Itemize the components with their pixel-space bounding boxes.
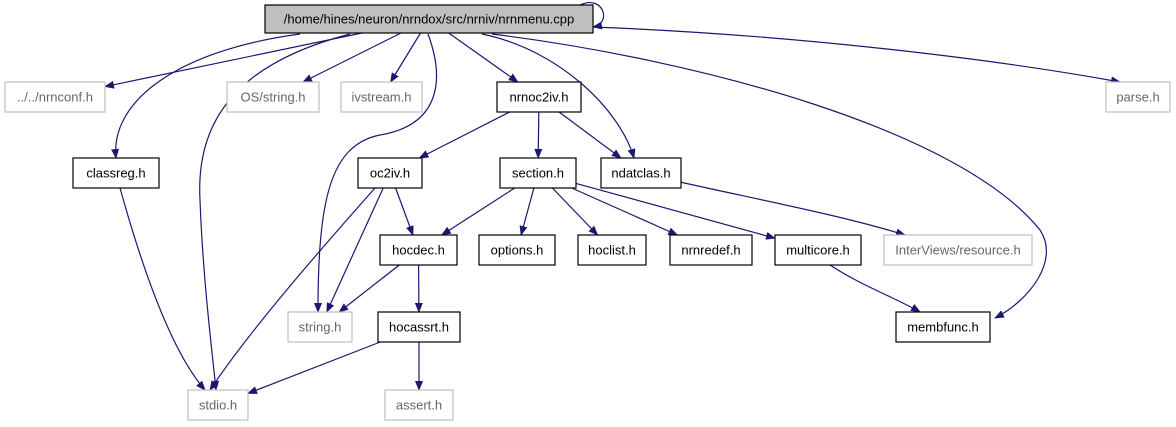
edge-nrnoc2iv-to-ndatclas xyxy=(558,111,622,159)
node-label-multicore: multicore.h xyxy=(786,243,850,258)
node-box-string xyxy=(287,311,353,343)
edge-section-to-hoclist xyxy=(551,187,599,236)
node-box-options xyxy=(478,234,556,266)
node-label-membfunc: membfunc.h xyxy=(907,320,979,335)
node-nrnconf: ../../nrnconf.h xyxy=(4,81,106,113)
edge-oc2iv-to-hocdec xyxy=(395,187,414,236)
edge-hocassrt-to-stdio xyxy=(247,341,381,394)
edge-nrnoc2iv-to-oc2iv xyxy=(418,111,510,159)
node-ivresource: InterViews/resource.h xyxy=(883,234,1033,266)
node-label-ivresource: InterViews/resource.h xyxy=(895,243,1021,258)
node-box-hoclist xyxy=(577,234,647,266)
edge-root-to-ivstream xyxy=(390,32,422,83)
node-label-assert: assert.h xyxy=(396,398,442,413)
node-box-parse xyxy=(1105,81,1171,113)
edge-root-to-classreg xyxy=(111,33,301,159)
node-nrnoc2iv[interactable]: nrnoc2iv.h xyxy=(496,81,582,113)
node-label-string: string.h xyxy=(299,320,342,335)
node-box-hocdec xyxy=(379,234,458,266)
node-box-stdio xyxy=(187,389,249,421)
node-label-ndatclas: ndatclas.h xyxy=(611,166,670,181)
node-label-parse: parse.h xyxy=(1116,90,1159,105)
node-classreg[interactable]: classreg.h xyxy=(72,157,160,189)
node-box-ndatclas xyxy=(600,157,682,189)
node-hocdec[interactable]: hocdec.h xyxy=(379,234,458,266)
node-root[interactable]: /home/hines/neuron/nrndox/src/nrniv/nrnm… xyxy=(264,4,594,34)
node-membfunc[interactable]: membfunc.h xyxy=(895,311,991,343)
node-hocassrt[interactable]: hocassrt.h xyxy=(377,311,461,343)
node-hoclist[interactable]: hoclist.h xyxy=(577,234,647,266)
node-parse: parse.h xyxy=(1105,81,1171,113)
node-label-stdio: stdio.h xyxy=(199,398,237,413)
node-box-hocassrt xyxy=(377,311,461,343)
node-osstring: OS/string.h xyxy=(226,81,320,113)
node-label-classreg: classreg.h xyxy=(86,166,145,181)
edge-classreg-to-stdio xyxy=(119,187,206,391)
node-box-multicore xyxy=(774,234,862,266)
node-label-section: section.h xyxy=(512,166,564,181)
edge-section-to-multicore xyxy=(575,182,776,240)
node-box-ivresource xyxy=(883,234,1033,266)
node-box-membfunc xyxy=(895,311,991,343)
edge-hocdec-to-string xyxy=(338,264,400,313)
edge-root-to-nrnconf xyxy=(104,32,363,89)
edge-root-to-root xyxy=(579,2,605,30)
edges-layer xyxy=(104,2,1121,394)
edge-root-to-string xyxy=(314,33,438,313)
node-label-osstring: OS/string.h xyxy=(240,90,305,105)
edge-ndatclas-to-ivresource xyxy=(679,181,906,237)
node-box-assert xyxy=(384,389,454,421)
node-ndatclas[interactable]: ndatclas.h xyxy=(600,157,682,189)
edge-section-to-hocdec xyxy=(440,187,516,236)
node-multicore[interactable]: multicore.h xyxy=(774,234,862,266)
edge-oc2iv-to-stdio xyxy=(209,187,376,391)
node-box-root xyxy=(264,4,594,34)
edge-root-to-membfunc xyxy=(491,33,1047,319)
node-box-nrnredef xyxy=(669,234,753,266)
node-label-root: /home/hines/neuron/nrndox/src/nrniv/nrnm… xyxy=(284,12,575,27)
node-ivstream: ivstream.h xyxy=(340,81,423,113)
node-assert: assert.h xyxy=(384,389,454,421)
node-section[interactable]: section.h xyxy=(499,157,577,189)
edge-nrnoc2iv-to-section xyxy=(534,111,543,159)
node-oc2iv[interactable]: oc2iv.h xyxy=(357,157,423,189)
edge-root-to-nrnoc2iv xyxy=(448,32,519,83)
node-box-section xyxy=(499,157,577,189)
nodes-layer: /home/hines/neuron/nrndox/src/nrniv/nrnm… xyxy=(4,4,1171,421)
node-box-nrnoc2iv xyxy=(496,81,582,113)
edge-root-to-stdio xyxy=(199,33,351,391)
node-stdio: stdio.h xyxy=(187,389,249,421)
node-label-nrnconf: ../../nrnconf.h xyxy=(17,90,93,105)
node-label-hoclist: hoclist.h xyxy=(588,243,636,258)
edge-root-to-osstring xyxy=(302,32,402,83)
node-label-ivstream: ivstream.h xyxy=(352,90,412,105)
node-label-oc2iv: oc2iv.h xyxy=(370,166,410,181)
node-options[interactable]: options.h xyxy=(478,234,556,266)
node-box-nrnconf xyxy=(4,81,106,113)
edge-root-to-ndatclas xyxy=(481,33,636,159)
node-nrnredef[interactable]: nrnredef.h xyxy=(669,234,753,266)
node-string: string.h xyxy=(287,311,353,343)
node-label-options: options.h xyxy=(491,243,544,258)
node-box-osstring xyxy=(226,81,320,113)
node-box-classreg xyxy=(72,157,160,189)
edge-oc2iv-to-string xyxy=(326,187,384,313)
edge-section-to-nrnredef xyxy=(571,187,679,236)
edge-multicore-to-membfunc xyxy=(829,264,921,313)
node-box-ivstream xyxy=(340,81,423,113)
node-label-nrnoc2iv: nrnoc2iv.h xyxy=(509,90,568,105)
node-box-oc2iv xyxy=(357,157,423,189)
node-label-hocassrt: hocassrt.h xyxy=(389,320,449,335)
edge-root-to-parse xyxy=(592,26,1121,85)
edge-section-to-options xyxy=(519,187,535,236)
node-label-nrnredef: nrnredef.h xyxy=(681,243,740,258)
node-label-hocdec: hocdec.h xyxy=(392,243,445,258)
